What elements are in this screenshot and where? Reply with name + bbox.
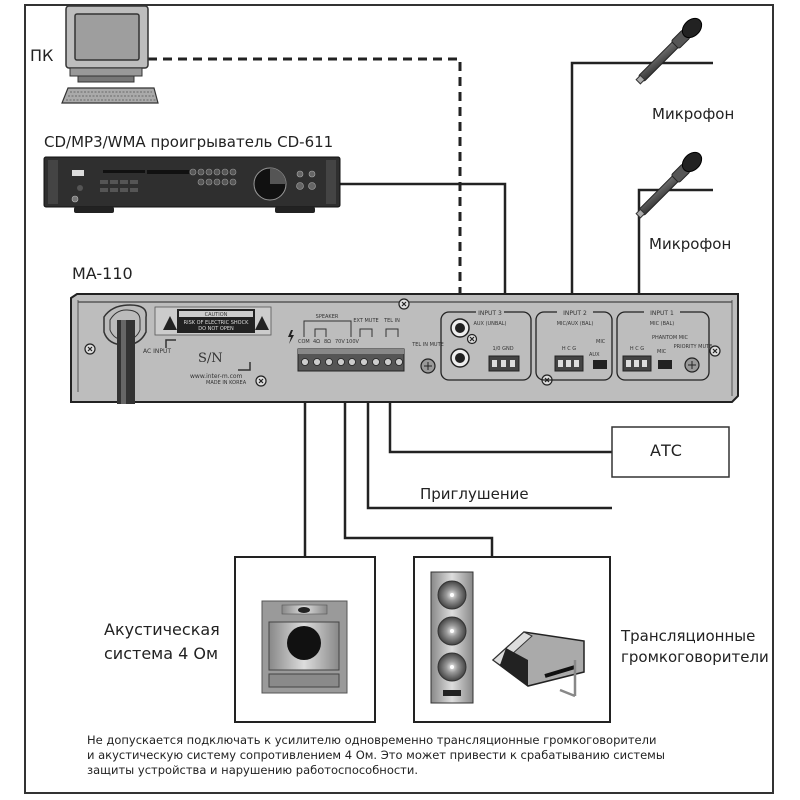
speaker-term-com: COM [298,339,310,345]
speaker-term-70v: 70V [335,339,345,345]
high-voltage-icon [288,330,294,344]
cd-player-label: CD/MP3/WMA проигрыватель CD-611 [44,133,334,151]
serial-number-label: S/N [198,351,223,366]
horn-speaker-icon [491,631,585,698]
microphone-icon [635,17,703,85]
input3-title: INPUT 3 [478,310,502,317]
warning-note-line1: Не допускается подключать к усилителю од… [87,733,657,747]
pbx-label: АТС [650,441,682,460]
speaker-4ohm-box [234,556,376,723]
ext-mute-label: EXT MUTE [353,318,378,324]
caution-label: CAUTION RISK OF ELECTRIC SHOCK DO NOT OP… [154,306,272,336]
input2-pins: H C G [562,346,576,352]
phantom-label: PHANTOM MIC [652,335,689,341]
phantom-switch [658,360,672,369]
speaker-terminal-block [297,348,405,372]
mic1-label: Микрофон [652,105,735,123]
input2-switch-aux: AUX [589,352,600,358]
pa-speakers-label-line1: Трансляционные [621,627,756,645]
speaker-4ohm-label-line2: система 4 Ом [104,644,219,663]
cd-player-icon [43,156,341,213]
made-in-label: MADE IN KOREA [206,380,247,386]
input1-panel: INPUT 1 MIC (BAL) H C G PHANTOM MIC MIC … [616,308,713,381]
input2-sub: MIC/AUX (BAL) [557,321,594,327]
warning-note-line3: защиты устройства и нарушению работоспос… [87,763,419,777]
speaker-header: SPEAKER [316,314,339,320]
wire-mic1 [570,61,713,360]
caution-line2: DO NOT OPEN [198,326,234,332]
amplifier-model-label: MA-110 [72,264,133,283]
website-label: www.inter-m.com [190,373,243,380]
input3-panel: INPUT 3 AUX (UNBAL) 1/0 GND [440,308,532,381]
warning-note-line2: и акустическую систему сопротивлением 4 … [87,748,665,762]
input1-title: INPUT 1 [650,310,674,317]
mute-label: Приглушение [420,485,529,503]
loudspeaker-cabinet-icon [261,600,348,694]
rca-jack-icon [450,318,470,368]
input3-pins: 1/0 GND [492,346,513,352]
pa-speakers-box [413,556,611,723]
power-cord [117,320,135,404]
speaker-term-100v: 100V [346,339,360,345]
input2-title: INPUT 2 [563,310,587,317]
mic-aux-switch [593,360,607,369]
pbx-box [611,426,730,478]
input2-panel: INPUT 2 MIC/AUX (BAL) H C G MIC AUX [535,308,613,381]
pa-speakers-label-line2: громкоговорители [621,648,769,666]
microphone-icon [635,151,703,219]
column-speaker-icon [430,571,474,704]
caution-title: CAUTION [205,312,228,318]
computer-icon [61,5,159,104]
tel-in-mute-knob: TEL IN MUTE [411,342,444,374]
input2-switch-mic: MIC [596,339,606,345]
input1-sub: MIC (BAL) [650,321,674,327]
tel-in-label: TEL IN [383,318,400,324]
ac-input-label: AC INPUT [143,348,171,355]
priority-mute-label: PRIORITY MUTE [674,344,713,350]
input1-switch-mic: MIC [657,349,667,355]
speaker-output-section: SPEAKER COM 4Ω 8Ω 70V 100V EXT MUTE TEL … [288,314,400,345]
svg-text:TEL IN MUTE: TEL IN MUTE [411,342,444,348]
caution-line1: RISK OF ELECTRIC SHOCK [184,320,249,326]
speaker-term-4ohm: 4Ω [313,339,320,345]
wire-pc [148,57,462,318]
speaker-4ohm-label-line1: Акустическая [104,620,220,639]
warning-note: Не допускается подключать к усилителю од… [87,733,747,778]
speaker-term-8ohm: 8Ω [324,339,331,345]
pc-label: ПК [30,46,54,65]
input3-sub: AUX (UNBAL) [473,321,506,327]
amplifier-rear-panel: AC INPUT CAUTION RISK OF ELECTRIC SHOCK … [70,293,739,404]
input1-pins: H C G [630,346,644,352]
mic2-label: Микрофон [649,235,732,253]
wire-mute [366,368,612,510]
diagram-frame [24,4,774,794]
